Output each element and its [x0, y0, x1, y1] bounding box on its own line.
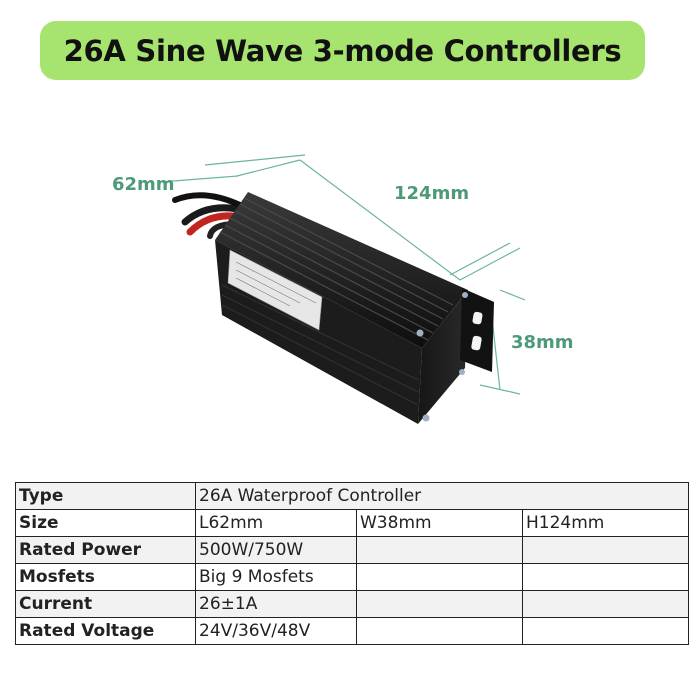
spec-key: Rated Power: [15, 536, 196, 564]
page-title: 26A Sine Wave 3-mode Controllers: [63, 33, 622, 68]
spec-value: [356, 536, 523, 564]
spec-value: 500W/750W: [195, 536, 357, 564]
spec-key: Size: [15, 509, 196, 537]
spec-value: [356, 563, 523, 591]
title-banner: 26A Sine Wave 3-mode Controllers: [40, 21, 645, 80]
spec-value: 24V/36V/48V: [195, 617, 357, 645]
spec-value: [521, 617, 690, 645]
spec-table: Type 26A Waterproof Controller Size L62m…: [15, 482, 690, 645]
spec-value: [521, 590, 690, 618]
table-row: Type 26A Waterproof Controller: [15, 482, 690, 510]
spec-key: Mosfets: [15, 563, 196, 591]
controller-product-image: [159, 154, 526, 424]
spec-value: 26A Waterproof Controller: [194, 482, 690, 510]
spec-value: [521, 536, 690, 564]
spec-key: Type: [15, 482, 196, 510]
heatsink-fins: [219, 197, 454, 341]
spec-value: [521, 563, 690, 591]
spec-value: [356, 590, 523, 618]
table-row: Size L62mm W38mm H124mm: [15, 509, 690, 537]
spec-value: L62mm: [195, 509, 357, 537]
spec-value: W38mm: [356, 509, 523, 537]
spec-key: Rated Voltage: [15, 617, 196, 645]
spec-value: Big 9 Mosfets: [195, 563, 357, 591]
spec-value: H124mm: [521, 509, 690, 537]
height-dimension-label: 38mm: [511, 332, 574, 353]
table-row: Rated Power 500W/750W: [15, 536, 690, 564]
width-dimension-label: 62mm: [112, 174, 175, 195]
spec-key: Current: [15, 590, 196, 618]
table-row: Rated Voltage 24V/36V/48V: [15, 617, 690, 645]
spec-value: 26±1A: [195, 590, 357, 618]
length-dimension-label: 124mm: [394, 183, 470, 204]
table-row: Current 26±1A: [15, 590, 690, 618]
spec-value: [356, 617, 523, 645]
table-row: Mosfets Big 9 Mosfets: [15, 563, 690, 591]
